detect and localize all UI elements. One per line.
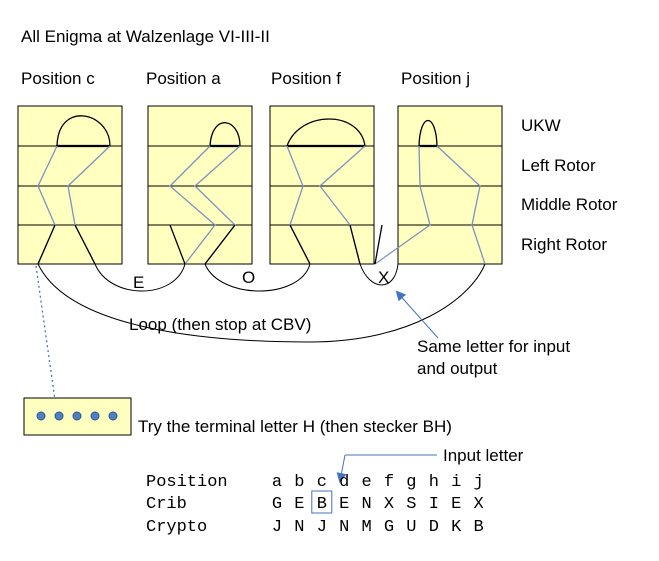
table-row-position-cell: a (272, 473, 282, 492)
table-row-crypto-cell: K (451, 518, 462, 537)
table-row-crypto-cell: U (406, 518, 416, 537)
table-row-crib-cell: S (406, 495, 416, 514)
table-row-crypto-cell: N (339, 518, 349, 537)
table-row-position-cell: g (406, 473, 416, 492)
position-label-a: Position a (146, 69, 221, 88)
table-row-crib-cell: E (451, 495, 461, 514)
input-letter-label: Input letter (443, 446, 524, 465)
table-row-crypto-cell: N (294, 518, 304, 537)
terminal-dot (36, 411, 46, 421)
table-row-crib-cell: E (339, 495, 349, 514)
loop-letter-x: X (378, 268, 389, 287)
table-row-crib-cell: B (317, 495, 327, 514)
terminal-dot (108, 411, 118, 421)
terminal-box (23, 397, 132, 436)
input-letter-arrow-down (336, 454, 347, 483)
table-row-crib-label: Crib (146, 495, 187, 514)
table-row-position-cell: h (429, 473, 439, 492)
right-rotor-wiring (37, 224, 383, 265)
loop-label: Loop (then stop at CBV) (129, 315, 311, 334)
same-letter-arrow (395, 290, 439, 339)
terminal-dot (54, 411, 64, 421)
table-row-crib-cell: I (429, 495, 439, 514)
label-right-rotor: Right Rotor (521, 235, 607, 254)
table-row-crypto-cell: J (317, 518, 327, 537)
position-label-j: Position j (401, 69, 470, 88)
table-row-crypto-cell: J (272, 518, 282, 537)
label-left-rotor: Left Rotor (521, 156, 596, 175)
input-letter-highlight (311, 490, 333, 514)
table-row-position-cell: i (451, 473, 461, 492)
table-row-crypto-cell: D (429, 518, 439, 537)
table-row-crib-cell: X (384, 495, 394, 514)
label-ukw: UKW (521, 116, 561, 135)
table-row-position-cell: f (384, 473, 394, 492)
reflector-arcs (56, 115, 438, 148)
table-row-crypto-cell: B (473, 518, 483, 537)
enigma-box-c (17, 105, 123, 265)
loop-connectors (37, 263, 486, 343)
terminal-dotted-line (35, 265, 58, 415)
table-row-crib-cell: X (473, 495, 483, 514)
table-row-crib-cell: G (272, 495, 282, 514)
table-row-crib-cell: E (294, 495, 304, 514)
table-row-position-label: Position (146, 473, 228, 492)
same-letter-note-line1: Same letter for input (417, 337, 570, 356)
enigma-box-a (147, 105, 253, 265)
diagram-title: All Enigma at Walzenlage VI-III-II (21, 27, 270, 46)
table-row-crypto-label: Crypto (146, 518, 207, 537)
same-letter-note-line2: and output (417, 359, 498, 378)
table-row-position-cell: d (339, 473, 349, 492)
table-row-crib-cell: N (361, 495, 371, 514)
table-row-position-cell: j (473, 473, 483, 492)
terminal-dot (72, 411, 82, 421)
label-middle-rotor: Middle Rotor (521, 195, 618, 214)
loop-letter-e: E (133, 273, 144, 292)
table-row-position-cell: c (317, 473, 327, 492)
position-label-c: Position c (21, 69, 95, 88)
table-row-crypto-cell: G (384, 518, 394, 537)
table-row-position-cell: e (361, 473, 371, 492)
terminal-label: Try the terminal letter H (then stecker … (138, 417, 452, 436)
terminal-dot (90, 411, 100, 421)
table-row-position-cell: b (294, 473, 304, 492)
position-label-f: Position f (271, 69, 341, 88)
loop-letter-o: O (242, 268, 255, 287)
table-row-crypto-cell: M (361, 518, 371, 537)
enigma-box-j (397, 105, 503, 265)
